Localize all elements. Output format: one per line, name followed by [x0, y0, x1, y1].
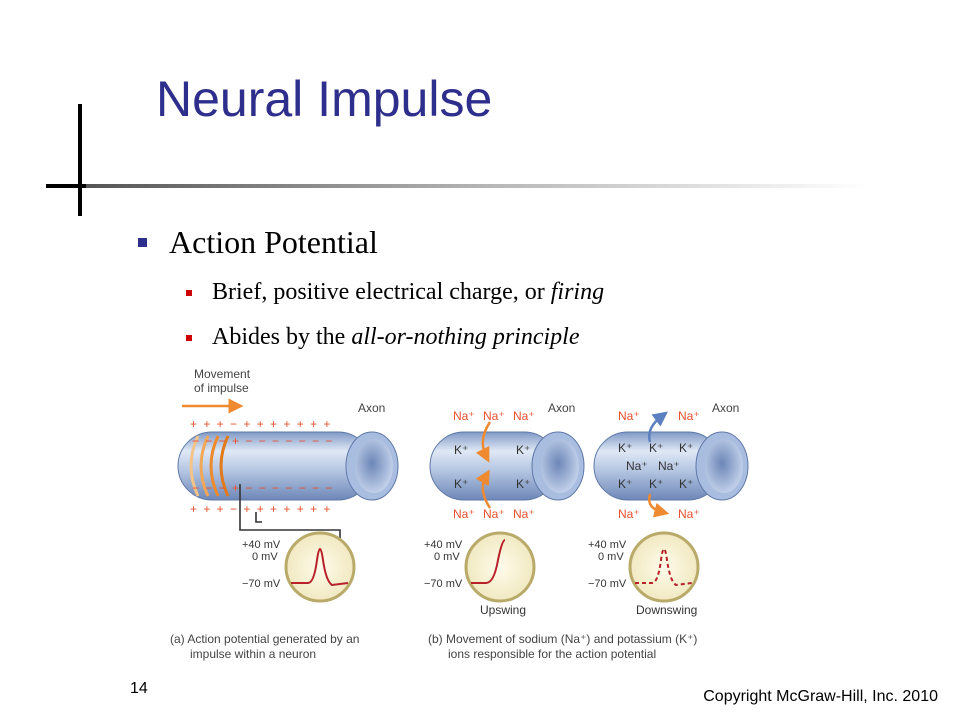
action-potential-diagram: Movement of impulse Axon + + + − + + + +… — [170, 367, 749, 661]
downswing-label: Downswing — [636, 603, 697, 617]
ion-label: Na⁺ — [618, 507, 640, 521]
axon-opening — [541, 439, 579, 493]
inner-charges: − − − + − − − − − − − — [192, 481, 334, 495]
ion-label: K⁺ — [454, 443, 468, 457]
upswing-trace — [471, 539, 506, 584]
ion-label: K⁺ — [679, 441, 693, 455]
ion-label: Na⁺ — [618, 409, 640, 423]
voltage-label: −70 mV — [242, 578, 281, 590]
emphasis-text: firing — [550, 279, 605, 305]
ion-label: K⁺ — [516, 477, 530, 491]
ion-label: Na⁺ — [453, 409, 475, 423]
bullet-action-potential: Action Potential — [138, 224, 378, 261]
outer-charges: + + + − + + + + + + + — [190, 417, 332, 431]
page-number: 14 — [130, 680, 148, 697]
ion-label: Na⁺ — [678, 507, 700, 521]
ion-label: Na⁺ — [513, 507, 535, 521]
ion-label: Na⁺ — [658, 459, 680, 473]
movement-label: Movement — [194, 367, 251, 381]
slide-title: Neural Impulse — [156, 71, 493, 127]
ion-label: K⁺ — [649, 477, 663, 491]
caption-a: (a) Action potential generated by an — [170, 632, 359, 646]
square-bullet-icon — [186, 289, 192, 296]
ion-label: Na⁺ — [678, 409, 700, 423]
sub-bullet-text: Brief, positive electrical charge, or — [212, 279, 551, 305]
ion-label: K⁺ — [618, 477, 632, 491]
ion-label: Na⁺ — [513, 409, 535, 423]
frame-horizontal-rule — [46, 184, 866, 188]
sub-bullet-text: Abides by the — [212, 324, 352, 350]
voltage-label: −70 mV — [588, 578, 627, 590]
axon-opening — [705, 439, 743, 493]
potassium-efflux-arrow — [648, 493, 670, 518]
voltage-label: 0 mV — [252, 551, 278, 563]
square-bullet-icon — [138, 238, 147, 247]
upswing-label: Upswing — [480, 603, 526, 617]
caption-b: (b) Movement of sodium (Na⁺) and potassi… — [428, 632, 697, 646]
voltage-label: +40 mV — [588, 539, 627, 551]
axon-label: Axon — [712, 401, 739, 415]
voltage-label: −70 mV — [424, 578, 463, 590]
action-potential-trace — [291, 548, 349, 587]
voltage-label: +40 mV — [424, 539, 463, 551]
frame-vertical-rule — [78, 104, 82, 216]
panel-b-downswing: Na⁺ Na⁺ Axon K⁺ K⁺ K⁺ Na⁺ Na⁺ K⁺ K⁺ K⁺ N… — [588, 401, 749, 617]
inner-charges: − − − + − − − − − − − — [192, 434, 334, 448]
copyright-notice: Copyright McGraw-Hill, Inc. 2010 — [703, 688, 938, 705]
panel-a: Movement of impulse Axon + + + − + + + +… — [177, 367, 399, 603]
bullet-text: Action Potential — [169, 224, 378, 260]
outer-charges: + + + − + + + + + + + — [190, 502, 332, 516]
ion-label: K⁺ — [618, 441, 632, 455]
ion-label: Na⁺ — [483, 507, 505, 521]
caption-b: ions responsible for the action potentia… — [448, 647, 656, 661]
caption-a: impulse within a neuron — [190, 647, 316, 661]
square-bullet-icon — [186, 334, 192, 341]
ion-label: Na⁺ — [453, 507, 475, 521]
electrode-wire — [255, 512, 262, 523]
ion-label: Na⁺ — [483, 409, 505, 423]
emphasis-text: all-or-nothing principle — [351, 324, 580, 350]
sodium-influx-arrow — [475, 469, 492, 509]
voltage-label: +40 mV — [242, 539, 281, 551]
sub-bullet-charge: Brief, positive electrical charge, or fi… — [186, 279, 604, 306]
ion-label: K⁺ — [649, 441, 663, 455]
oscilloscope-dial — [284, 531, 356, 603]
movement-label: of impulse — [194, 381, 249, 395]
sodium-influx-arrow — [475, 421, 492, 463]
axon-label: Axon — [358, 401, 385, 415]
oscilloscope-dial — [464, 531, 536, 603]
potassium-efflux-arrow — [648, 411, 668, 443]
ion-label: Na⁺ — [626, 459, 648, 473]
oscilloscope-dial — [628, 531, 700, 603]
panel-b-upswing: Na⁺ Na⁺ Na⁺ Axon K⁺ K⁺ K⁺ K⁺ Na⁺ Na⁺ Na⁺… — [424, 401, 585, 617]
ion-label: K⁺ — [516, 443, 530, 457]
downswing-trace — [635, 548, 693, 587]
axon-opening — [355, 439, 393, 493]
sub-bullet-principle: Abides by the all-or-nothing principle — [186, 324, 579, 351]
voltage-label: 0 mV — [434, 551, 460, 563]
axon-label: Axon — [548, 401, 575, 415]
ion-label: K⁺ — [454, 477, 468, 491]
voltage-label: 0 mV — [598, 551, 624, 563]
ion-label: K⁺ — [679, 477, 693, 491]
